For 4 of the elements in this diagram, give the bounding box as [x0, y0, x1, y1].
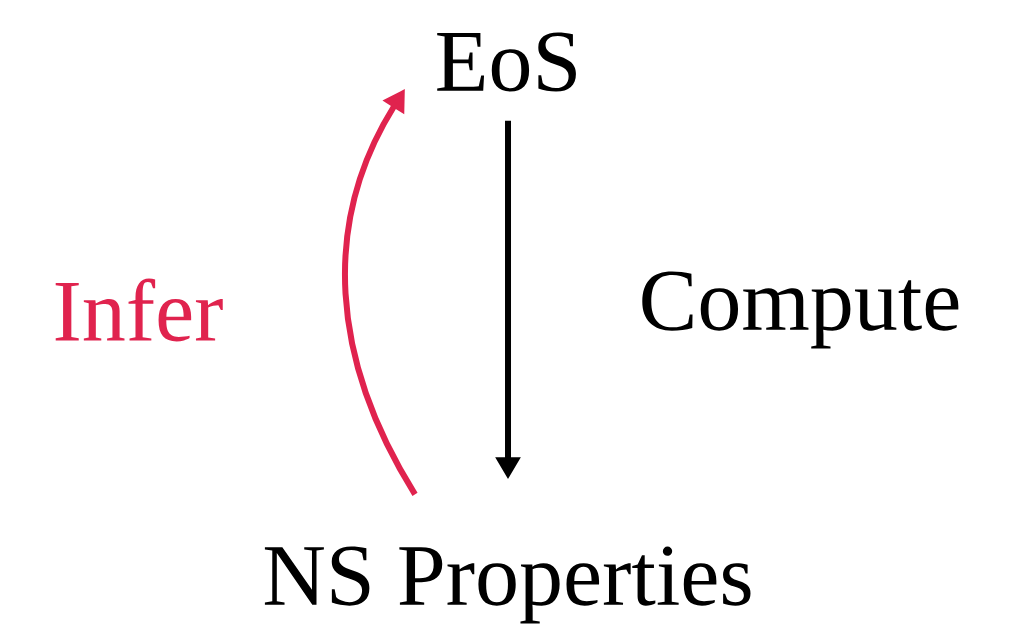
edge-label: Infer [55, 278, 223, 342]
node-label: NS Properties [264, 546, 751, 624]
edge-label: Compute [642, 271, 959, 349]
node-label: EoS [437, 32, 576, 92]
